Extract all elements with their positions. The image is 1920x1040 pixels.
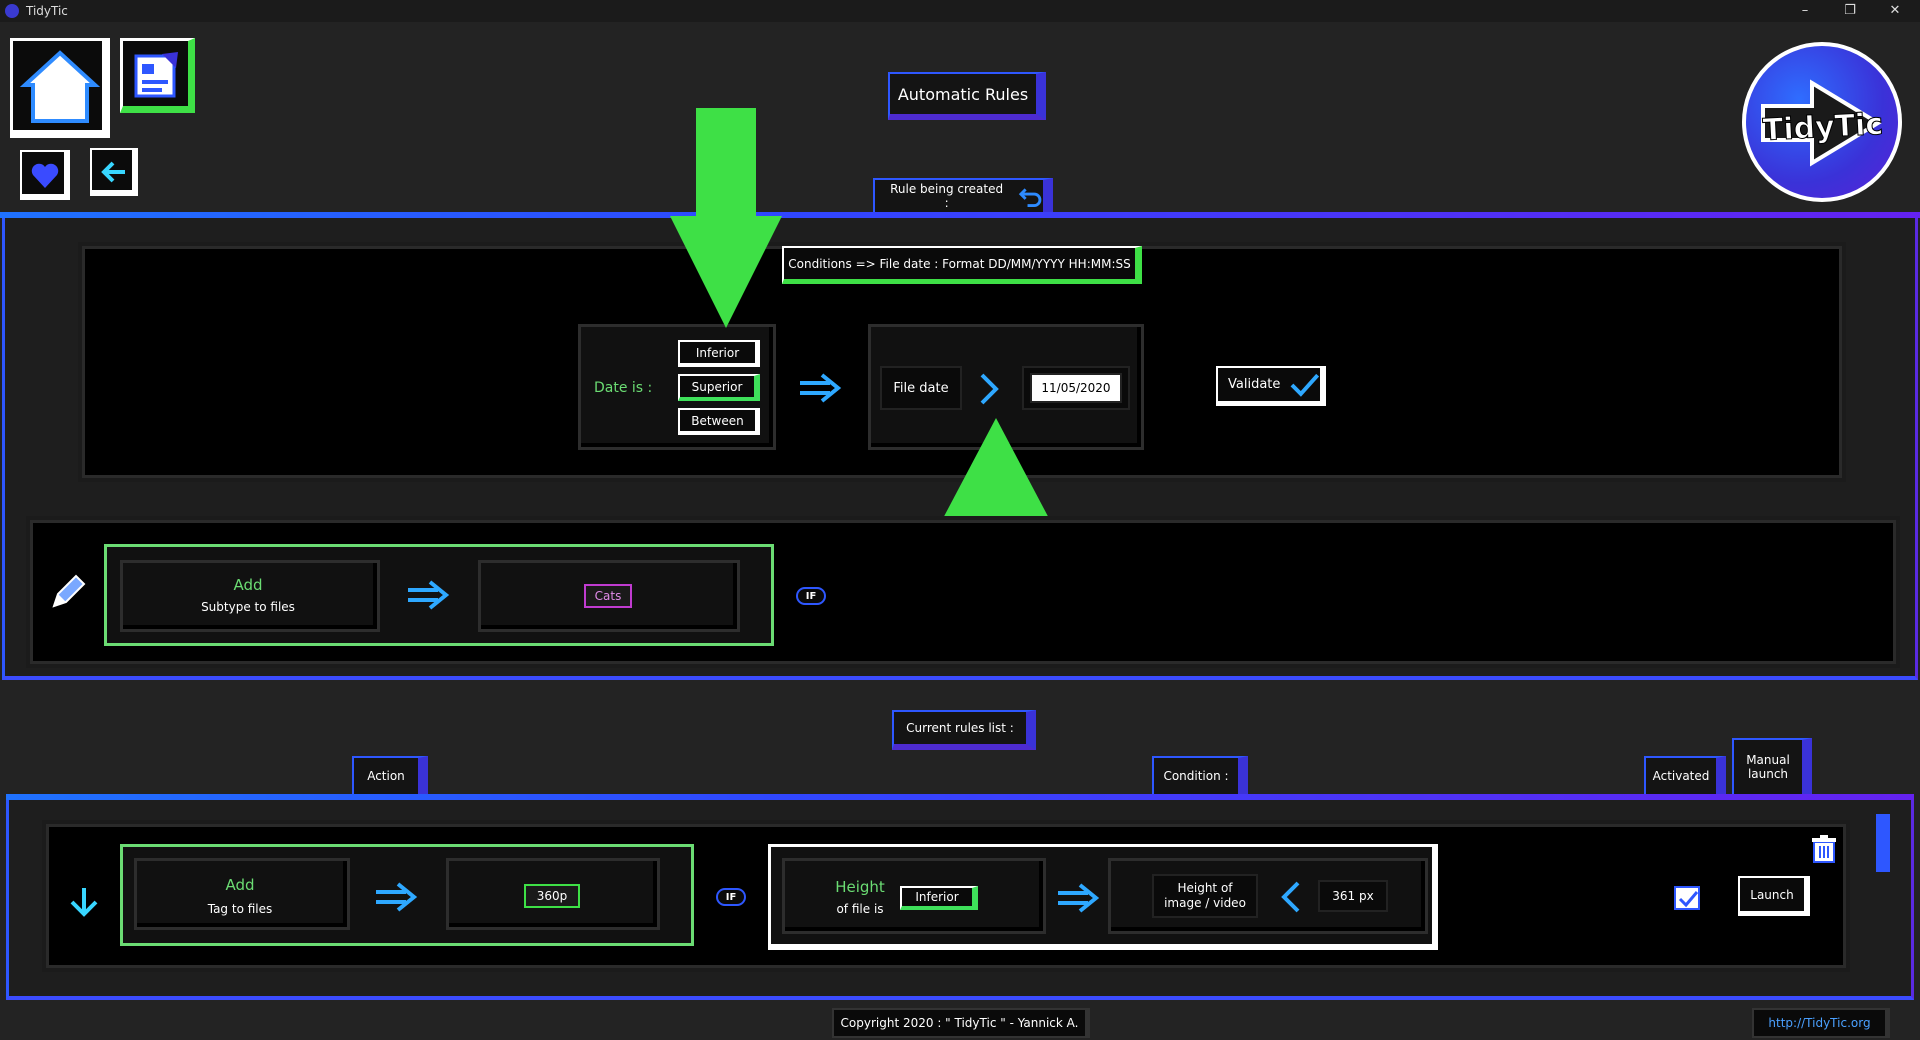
option-inferior[interactable]: Inferior [678, 340, 760, 367]
rule-if-badge: IF [716, 888, 746, 906]
action-value-box [478, 560, 740, 632]
double-arrow-icon [800, 373, 842, 403]
trash-icon[interactable] [1810, 834, 1838, 864]
activated-checkbox[interactable] [1674, 886, 1700, 910]
tidytic-logo: TidyTic [1742, 42, 1902, 202]
if-badge: IF [796, 587, 826, 605]
date-value-box: 11/05/2020 [1022, 366, 1130, 410]
rules-band-line [6, 794, 1914, 800]
back-arrow-icon [101, 161, 125, 183]
creation-band-line [0, 212, 1920, 218]
rules-button[interactable] [120, 38, 195, 113]
green-down-arrow [670, 108, 782, 328]
website-link[interactable]: http://TidyTic.org [1752, 1008, 1890, 1038]
rule-action-add-box [134, 858, 350, 930]
conditions-hint: Conditions => File date : Format DD/MM/Y… [782, 246, 1142, 284]
title-bar: TidyTic – ❐ ✕ [0, 0, 1920, 22]
page-title: Automatic Rules [888, 72, 1046, 120]
validate-button[interactable]: Validate [1216, 366, 1326, 406]
rule-cond-field: Height of image / video [1152, 874, 1258, 918]
rule-cond-operator: Inferior [900, 886, 978, 910]
close-button[interactable]: ✕ [1889, 3, 1901, 18]
double-arrow-icon-3 [376, 882, 418, 912]
date-input[interactable]: 11/05/2020 [1030, 373, 1122, 403]
favorites-button[interactable] [20, 150, 70, 200]
action-add-box [120, 560, 380, 632]
rule-action-sub: Tag to files [207, 902, 273, 916]
app-icon [5, 4, 19, 18]
rule-tag-value: 360p [524, 884, 580, 908]
restore-button[interactable]: ❐ [1844, 3, 1856, 18]
home-button[interactable] [10, 38, 110, 138]
launch-button[interactable]: Launch [1738, 876, 1810, 916]
window-title: TidyTic [26, 4, 68, 18]
rules-icon [134, 52, 178, 98]
double-arrow-icon-2 [408, 580, 450, 610]
file-date-field: File date [880, 366, 962, 410]
pencil-icon[interactable] [48, 572, 88, 612]
expand-down-icon[interactable] [66, 884, 102, 920]
checkbox-check-icon [1678, 891, 1699, 908]
col-manual-launch: Manual launch [1732, 738, 1812, 800]
rule-cond-value: 361 px [1318, 880, 1388, 912]
subtype-value[interactable]: Cats [584, 584, 632, 608]
chevron-right-icon[interactable] [978, 372, 1002, 406]
heart-icon [31, 163, 59, 188]
action-add-title: Add [233, 576, 263, 594]
check-icon [1290, 373, 1320, 397]
back-button[interactable] [90, 148, 138, 196]
home-icon [19, 50, 101, 123]
option-superior[interactable]: Superior [678, 374, 760, 401]
action-add-sub: Subtype to files [201, 600, 295, 614]
rule-action-title: Add [225, 876, 255, 894]
copyright: Copyright 2020 : " TidyTic " - Yannick A… [832, 1008, 1090, 1038]
rule-cond-title: Height [835, 878, 885, 896]
logo-arrow-icon [1761, 79, 1882, 167]
chevron-left-icon [1281, 881, 1300, 913]
date-is-label: Date is : [594, 380, 653, 396]
rules-scrollbar[interactable] [1876, 814, 1890, 872]
rule-cond-sub: of file is [836, 902, 884, 916]
minimize-button[interactable]: – [1801, 3, 1809, 18]
option-between[interactable]: Between [678, 408, 760, 435]
rules-list-title: Current rules list : [892, 710, 1036, 750]
col-activated: Activated [1644, 756, 1726, 800]
undo-icon[interactable] [1018, 185, 1043, 207]
double-arrow-icon-4 [1058, 883, 1100, 913]
col-condition: Condition : [1152, 756, 1248, 800]
